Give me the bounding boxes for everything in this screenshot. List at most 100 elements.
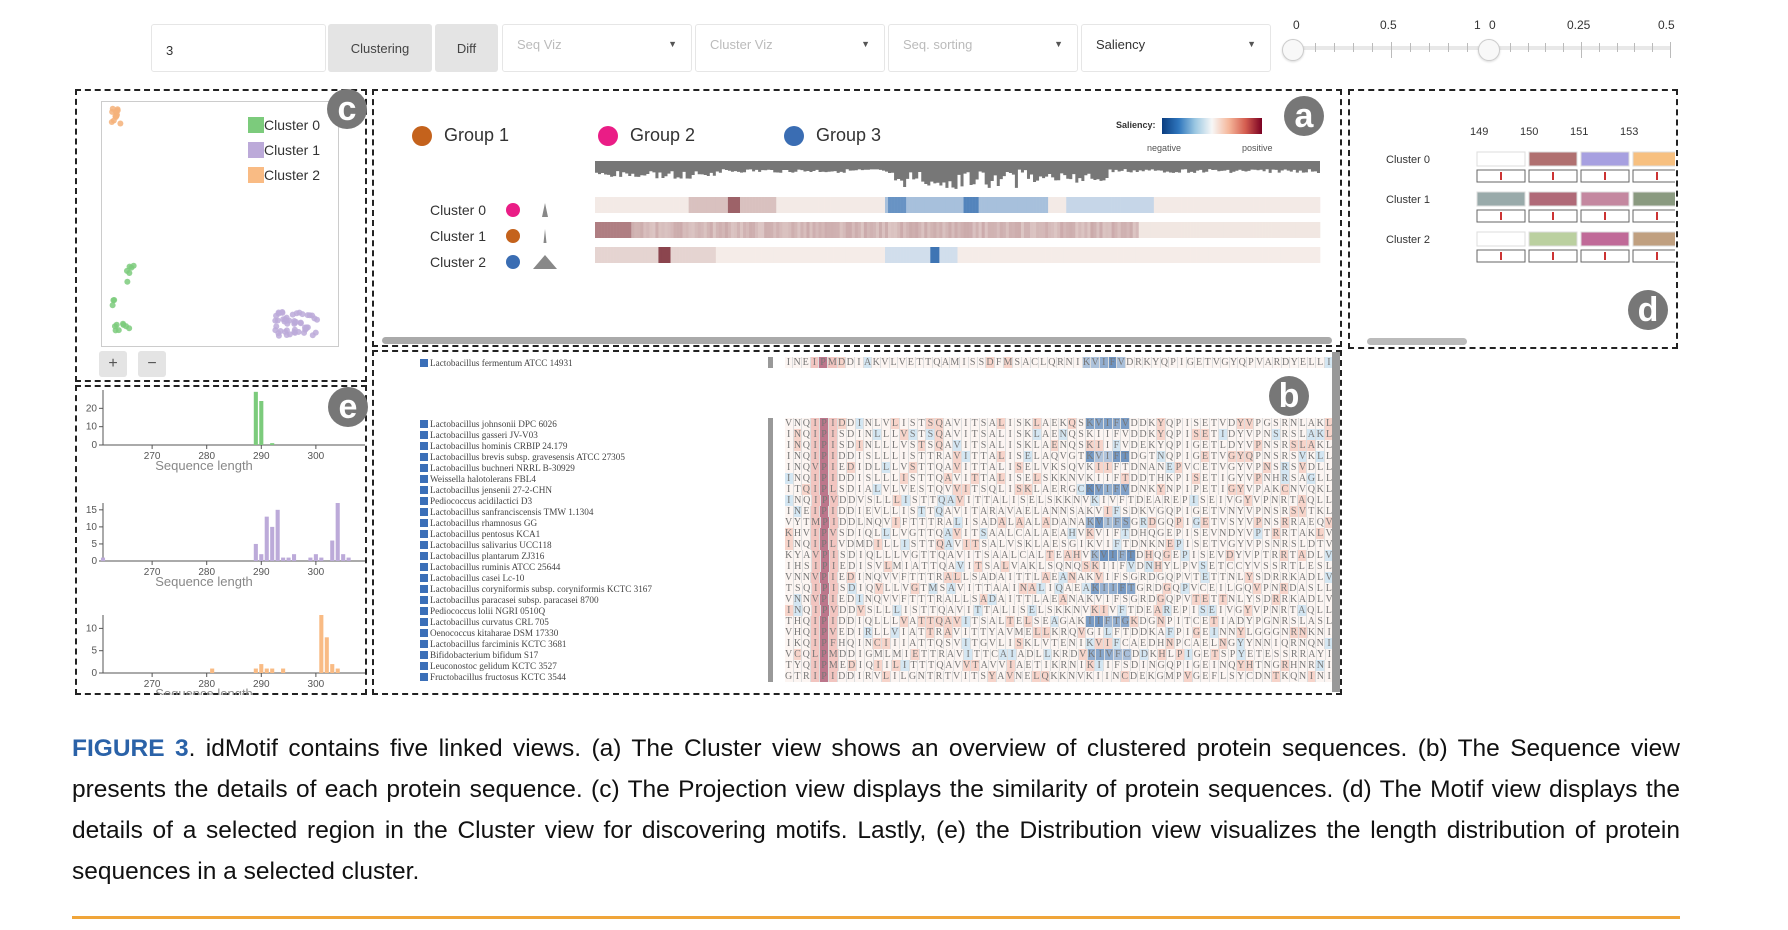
projection-point[interactable] <box>113 112 120 119</box>
histogram-bar[interactable] <box>341 554 346 561</box>
projection-point[interactable] <box>114 107 121 114</box>
species-item[interactable]: Lactobacillus jensenii 27-2-CHN <box>420 484 652 495</box>
histogram-bar[interactable] <box>281 668 286 673</box>
projection-point[interactable] <box>110 117 117 124</box>
histogram-bar[interactable] <box>270 668 275 673</box>
histogram-bar[interactable] <box>335 503 340 561</box>
cluster-saliency-heatmap[interactable] <box>595 160 1335 270</box>
species-item[interactable]: Weissella halotolerans FBL4 <box>420 473 652 484</box>
projection-point[interactable] <box>289 311 296 318</box>
species-item[interactable]: Lactobacillus curvatus CRL 705 <box>420 616 652 627</box>
histogram-bar[interactable] <box>319 615 324 673</box>
motif-logo-cell[interactable] <box>1476 151 1526 167</box>
projection-point[interactable] <box>109 302 116 309</box>
motif-logo-cell[interactable] <box>1528 151 1578 167</box>
species-item[interactable]: Pediococcus acidilactici D3 <box>420 495 652 506</box>
motif-logo-cell[interactable] <box>1476 191 1526 207</box>
sequence-view-scrollbar[interactable] <box>1332 352 1340 692</box>
histogram-bar[interactable] <box>253 391 258 445</box>
clustering-button[interactable]: Clustering <box>328 24 432 72</box>
histogram-bar[interactable] <box>346 557 351 561</box>
cluster-count-input[interactable]: 3 <box>151 24 326 72</box>
species-item[interactable]: Lactobacillus ruminis ATCC 25644 <box>420 561 652 572</box>
motif-logo-cell[interactable] <box>1632 191 1675 207</box>
projection-point[interactable] <box>109 105 116 112</box>
histogram-bar[interactable] <box>259 554 264 561</box>
cluster-viz-select[interactable]: Cluster Viz▼ <box>695 24 885 72</box>
projection-point[interactable] <box>120 320 127 327</box>
histogram-bar[interactable] <box>335 668 340 673</box>
species-item[interactable]: Bifidobacterium bifidum S17 <box>420 649 652 660</box>
projection-point[interactable] <box>273 323 280 330</box>
histogram-bar[interactable] <box>259 664 264 673</box>
motif-boxplot[interactable] <box>1632 249 1675 263</box>
seq-sorting-select[interactable]: Seq. sorting▼ <box>888 24 1078 72</box>
histogram-bar[interactable] <box>286 557 291 561</box>
species-item[interactable]: Lactobacillus fermentum ATCC 14931 <box>420 357 573 368</box>
histogram-bar[interactable] <box>264 516 269 561</box>
motif-logo-grid[interactable] <box>1465 150 1675 270</box>
motif-boxplot[interactable] <box>1632 209 1675 223</box>
projection-point[interactable] <box>126 325 133 332</box>
histogram-bar[interactable] <box>324 637 329 673</box>
cluster-row-2[interactable]: Cluster 2 <box>430 249 560 275</box>
histogram-bar[interactable] <box>330 540 335 561</box>
projection-point[interactable] <box>117 120 124 127</box>
species-item[interactable]: Lactobacillus sanfranciscensis TMW 1.130… <box>420 506 652 517</box>
seq-viz-select[interactable]: Seq Viz▼ <box>502 24 692 72</box>
species-item[interactable]: Lactobacillus gasseri JV-V03 <box>420 429 652 440</box>
group-legend-item[interactable]: Group 3 <box>784 125 970 146</box>
species-item[interactable]: Lactobacillus brevis subsp. gravesensis … <box>420 451 652 462</box>
projection-point[interactable] <box>291 326 298 333</box>
motif-logo-cell[interactable] <box>1580 151 1630 167</box>
histogram-bar[interactable] <box>253 668 258 673</box>
projection-point[interactable] <box>282 328 289 335</box>
species-item[interactable]: Lactobacillus paracasei subsp. paracasei… <box>420 594 652 605</box>
histogram-bar[interactable] <box>330 664 335 673</box>
histogram-bar[interactable] <box>264 668 269 673</box>
histogram-bar[interactable] <box>319 557 324 561</box>
projection-point[interactable] <box>124 278 131 285</box>
motif-logo-cell[interactable] <box>1632 151 1675 167</box>
species-item[interactable]: Lactobacillus pentosus KCA1 <box>420 528 652 539</box>
projection-point[interactable] <box>299 311 306 318</box>
group-legend-item[interactable]: Group 2 <box>598 125 784 146</box>
species-item[interactable]: Leuconostoc gelidum KCTC 3527 <box>420 660 652 671</box>
motif-logo-cell[interactable] <box>1632 231 1675 247</box>
projection-point[interactable] <box>291 318 298 325</box>
species-item[interactable]: Fructobacillus fructosus KCTC 3544 <box>420 671 652 682</box>
projection-point[interactable] <box>286 331 293 338</box>
histogram-bar[interactable] <box>270 443 275 445</box>
motif-logo-cell[interactable] <box>1580 191 1630 207</box>
species-item[interactable]: Lactobacillus johnsonii DPC 6026 <box>420 418 652 429</box>
projection-point[interactable] <box>110 297 117 304</box>
cluster-row-1[interactable]: Cluster 1 <box>430 223 560 249</box>
projection-point[interactable] <box>303 324 310 331</box>
species-item[interactable]: Lactobacillus casei Lc-10 <box>420 572 652 583</box>
species-item[interactable]: Lactobacillus farciminis KCTC 3681 <box>420 638 652 649</box>
motif-logo-cell[interactable] <box>1528 191 1578 207</box>
projection-point[interactable] <box>280 316 287 323</box>
histogram-bar[interactable] <box>270 526 275 561</box>
motif-logo-cell[interactable] <box>1580 231 1630 247</box>
projection-point[interactable] <box>306 312 313 319</box>
slider2-thumb[interactable] <box>1478 39 1500 61</box>
